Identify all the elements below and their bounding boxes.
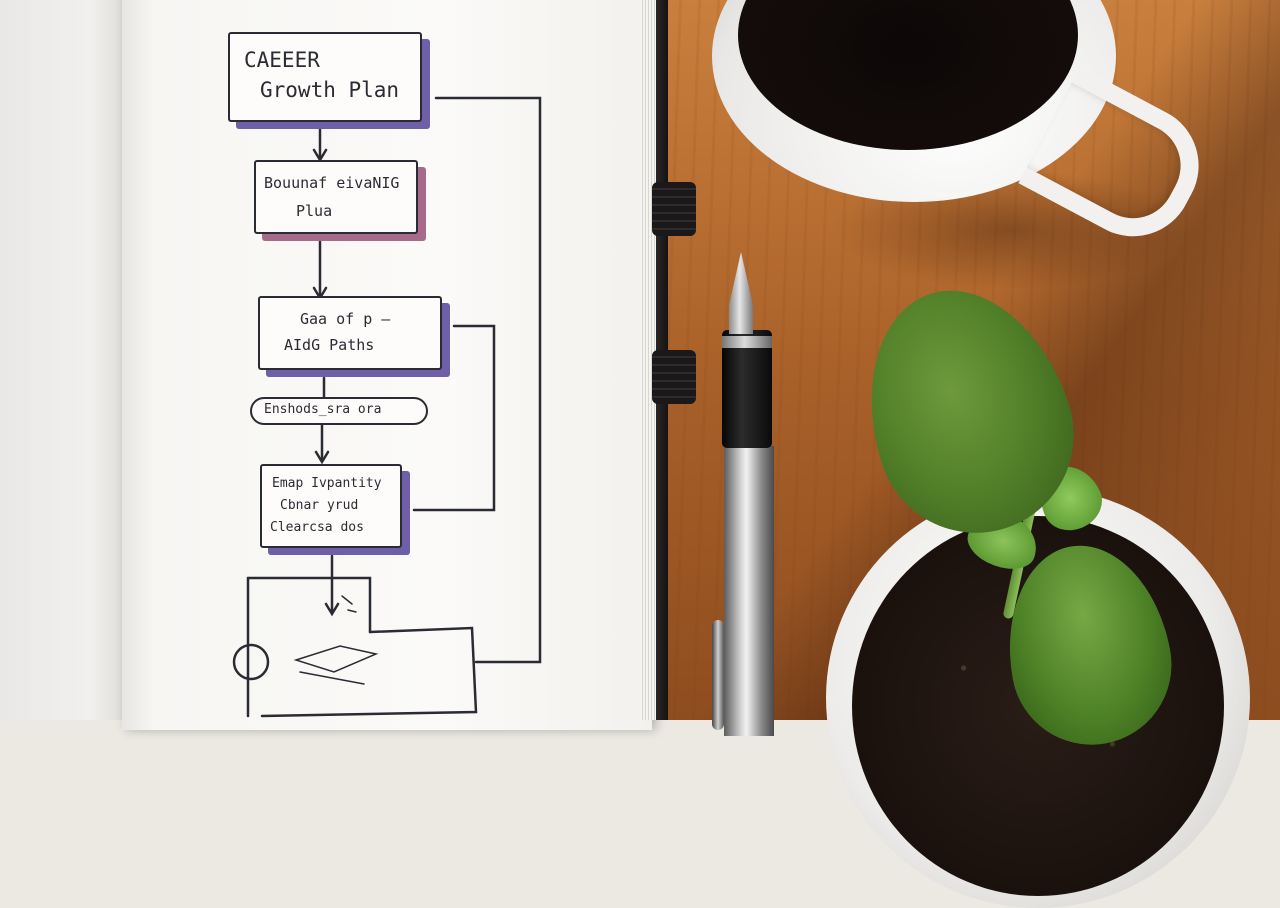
pen-clip	[712, 620, 724, 730]
box-text-line2: Cbnar yrud	[280, 498, 359, 513]
notebook-clip-bottom	[652, 350, 696, 404]
notebook-page-edges	[640, 0, 658, 720]
flowchart-box-4: Emap Ivpantity Cbnar yrud Clearcsa dos	[260, 464, 402, 548]
flowchart-box-career-growth: CAEEER Growth Plan	[228, 32, 422, 122]
box-text-line2: Plua	[296, 202, 333, 220]
pen-grip	[722, 330, 772, 448]
box-text-line1: Bouunaf eivaNIG	[264, 174, 400, 192]
pen-barrel	[724, 446, 774, 736]
flowchart-box-3: Gaa of p — AIdG Paths	[258, 296, 442, 370]
flowchart-oval: Enshods_sra ora	[250, 397, 428, 425]
box-text-line1: CAEEER	[244, 48, 320, 72]
box-text-line2: AIdG Paths	[284, 336, 375, 354]
box-text-line1: Emap Ivpantity	[272, 476, 382, 491]
pen-band	[722, 336, 772, 348]
box-text-line3: Clearcsa dos	[270, 520, 364, 535]
notebook-clip-top	[652, 182, 696, 236]
flowchart-box-2: Bouunaf eivaNIG Plua	[254, 160, 418, 234]
left-surface	[0, 0, 130, 720]
box-text-line1: Gaa of p —	[300, 310, 391, 328]
oval-text: Enshods_sra ora	[264, 402, 382, 417]
box-text-line2: Growth Plan	[260, 78, 400, 102]
